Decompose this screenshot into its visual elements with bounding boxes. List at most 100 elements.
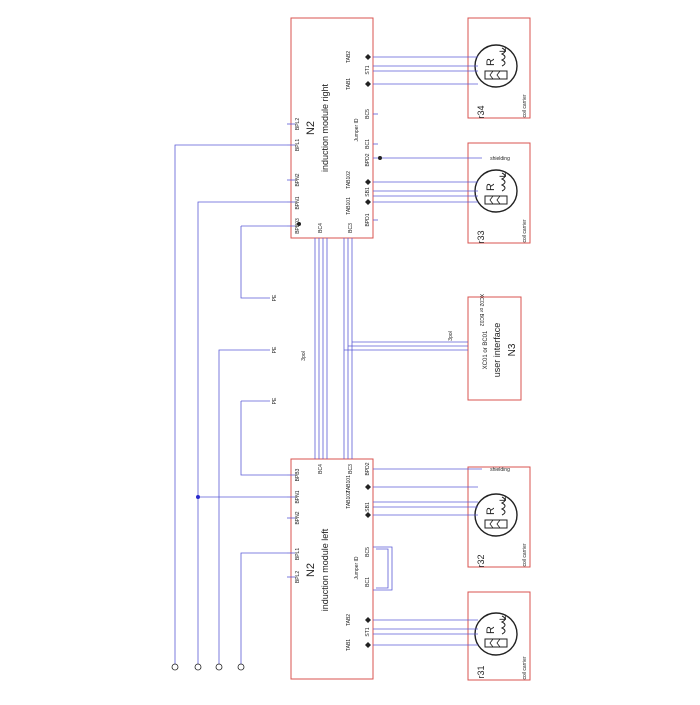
junction-dot: [378, 156, 382, 160]
supply-terminal: [215, 663, 223, 671]
pin-label: BC5: [365, 109, 371, 119]
resistor-hatch: [489, 195, 501, 205]
terminal-diamond: [365, 512, 371, 518]
pe-label: PE: [272, 346, 278, 353]
pin-label: ST1: [365, 627, 371, 636]
pin-label: BPL1: [295, 548, 301, 560]
pe-label: PE: [272, 294, 278, 301]
coil-r-label: R: [485, 183, 497, 191]
pin-label: TAB102: [346, 171, 352, 189]
terminal-diamond: [365, 484, 371, 490]
pin-label: BC5: [365, 547, 371, 557]
resistor-hatch: [489, 638, 501, 648]
coil-r-label: R: [485, 626, 497, 634]
coil-r-label: R: [485, 507, 497, 515]
coil-r-label: R: [485, 58, 497, 66]
supply-wires: [174, 144, 287, 664]
user-interface-module: XC01 or BC01 user interface N3 XC02 or B…: [467, 294, 522, 401]
pin-label: BC3: [348, 223, 354, 233]
pin-label: Jumper ID: [354, 118, 360, 141]
module-left-box: [290, 458, 374, 680]
pin-label: BPN2: [295, 511, 301, 524]
ui-connector2-label: XC02 or BC02: [478, 294, 484, 326]
shielding-right: shielding: [373, 156, 510, 162]
pin-label: BPD2: [365, 462, 371, 475]
pin-label: TAB1: [346, 639, 352, 651]
coil-box: [467, 17, 531, 119]
terminal-diamond: [365, 81, 371, 87]
coil-r31: R L r31 coil carrier: [467, 591, 531, 681]
coil-l-label: L: [498, 47, 508, 52]
resistor-hatch: [489, 70, 501, 80]
coil-box: [467, 142, 531, 244]
pin-label: TAB101: [346, 197, 352, 215]
pin-label: BPL1: [295, 139, 301, 151]
cable-label: 3pol: [448, 331, 454, 340]
terminal-diamond: [365, 617, 371, 623]
pin-label: BC1: [365, 139, 371, 149]
terminal-diamond: [365, 179, 371, 185]
coil-box: [467, 466, 531, 568]
coil-id: r34: [476, 105, 486, 118]
supply-wire-pe: [218, 349, 270, 664]
resistor-symbol: [484, 70, 508, 80]
ui-box: [467, 296, 522, 401]
coil-id: r32: [476, 554, 486, 567]
jumper-loop-inner: [376, 548, 389, 589]
terminal-diamond: [365, 642, 371, 648]
induction-module-left: N2 induction module left BC4 BC3 BPD2 BP…: [287, 458, 393, 680]
supply-wire-l2: [240, 552, 287, 664]
junction-dot: [196, 495, 200, 499]
coil-id: r33: [476, 230, 486, 243]
resistor-symbol: [484, 519, 508, 529]
inductor-symbol: [500, 496, 506, 516]
module-left-title: induction module left: [320, 528, 330, 611]
pin-label: BPN1: [295, 490, 301, 503]
module-right-id: N2: [305, 121, 317, 135]
junction-dot: [297, 222, 301, 226]
resistor-hatch: [489, 519, 501, 529]
coil-l-label: L: [498, 172, 508, 177]
supply-wire-n1: [197, 201, 287, 664]
coil-carrier-label: coil carrier: [522, 219, 528, 242]
module-right-box: [290, 17, 374, 239]
pin-label: BC4: [318, 223, 324, 233]
inductor-symbol: [500, 47, 506, 67]
ui-connector-label: XC01 or BC01: [483, 330, 489, 369]
pin-label: BPD2: [365, 153, 371, 166]
bus-wires: [314, 238, 468, 459]
supply-terminal: [237, 663, 245, 671]
resistor-symbol: [484, 638, 508, 648]
pin-label: ST1: [365, 65, 371, 74]
pin-label: BPL2: [295, 118, 301, 130]
coil-box: [467, 591, 531, 681]
inductor-symbol: [500, 172, 506, 192]
inductor-symbol: [500, 615, 506, 635]
coil-carrier-label: coil carrier: [522, 94, 528, 117]
pin-label: BPB3: [295, 468, 301, 481]
pin-label: BPL2: [295, 571, 301, 583]
pin-label: SB1: [365, 187, 371, 197]
pin-label: BPN1: [295, 196, 301, 209]
pe-wire-left: [240, 401, 287, 476]
terminal-diamond: [365, 199, 371, 205]
shielding-label: shielding: [490, 467, 510, 473]
coil-carrier-label: coil carrier: [522, 543, 528, 566]
pin-label: BPN2: [295, 173, 301, 186]
pin-label: BPB03: [295, 218, 301, 234]
coil-r32: R L r32 coil carrier: [467, 466, 531, 568]
pin-label: TAB101: [346, 475, 352, 493]
pin-label: BC4: [318, 464, 324, 474]
ui-title: user interface: [492, 323, 502, 378]
terminal-markers: [365, 54, 371, 648]
module-right-title: induction module right: [320, 83, 330, 172]
pin-label: Jumper ID: [354, 556, 360, 579]
pin-label: TAB102: [346, 491, 352, 509]
coil-id: r31: [476, 665, 486, 678]
terminal-diamond: [365, 54, 371, 60]
pin-label: BC1: [365, 577, 371, 587]
coil-l-label: L: [498, 496, 508, 501]
pin-label: TAB2: [346, 51, 352, 63]
